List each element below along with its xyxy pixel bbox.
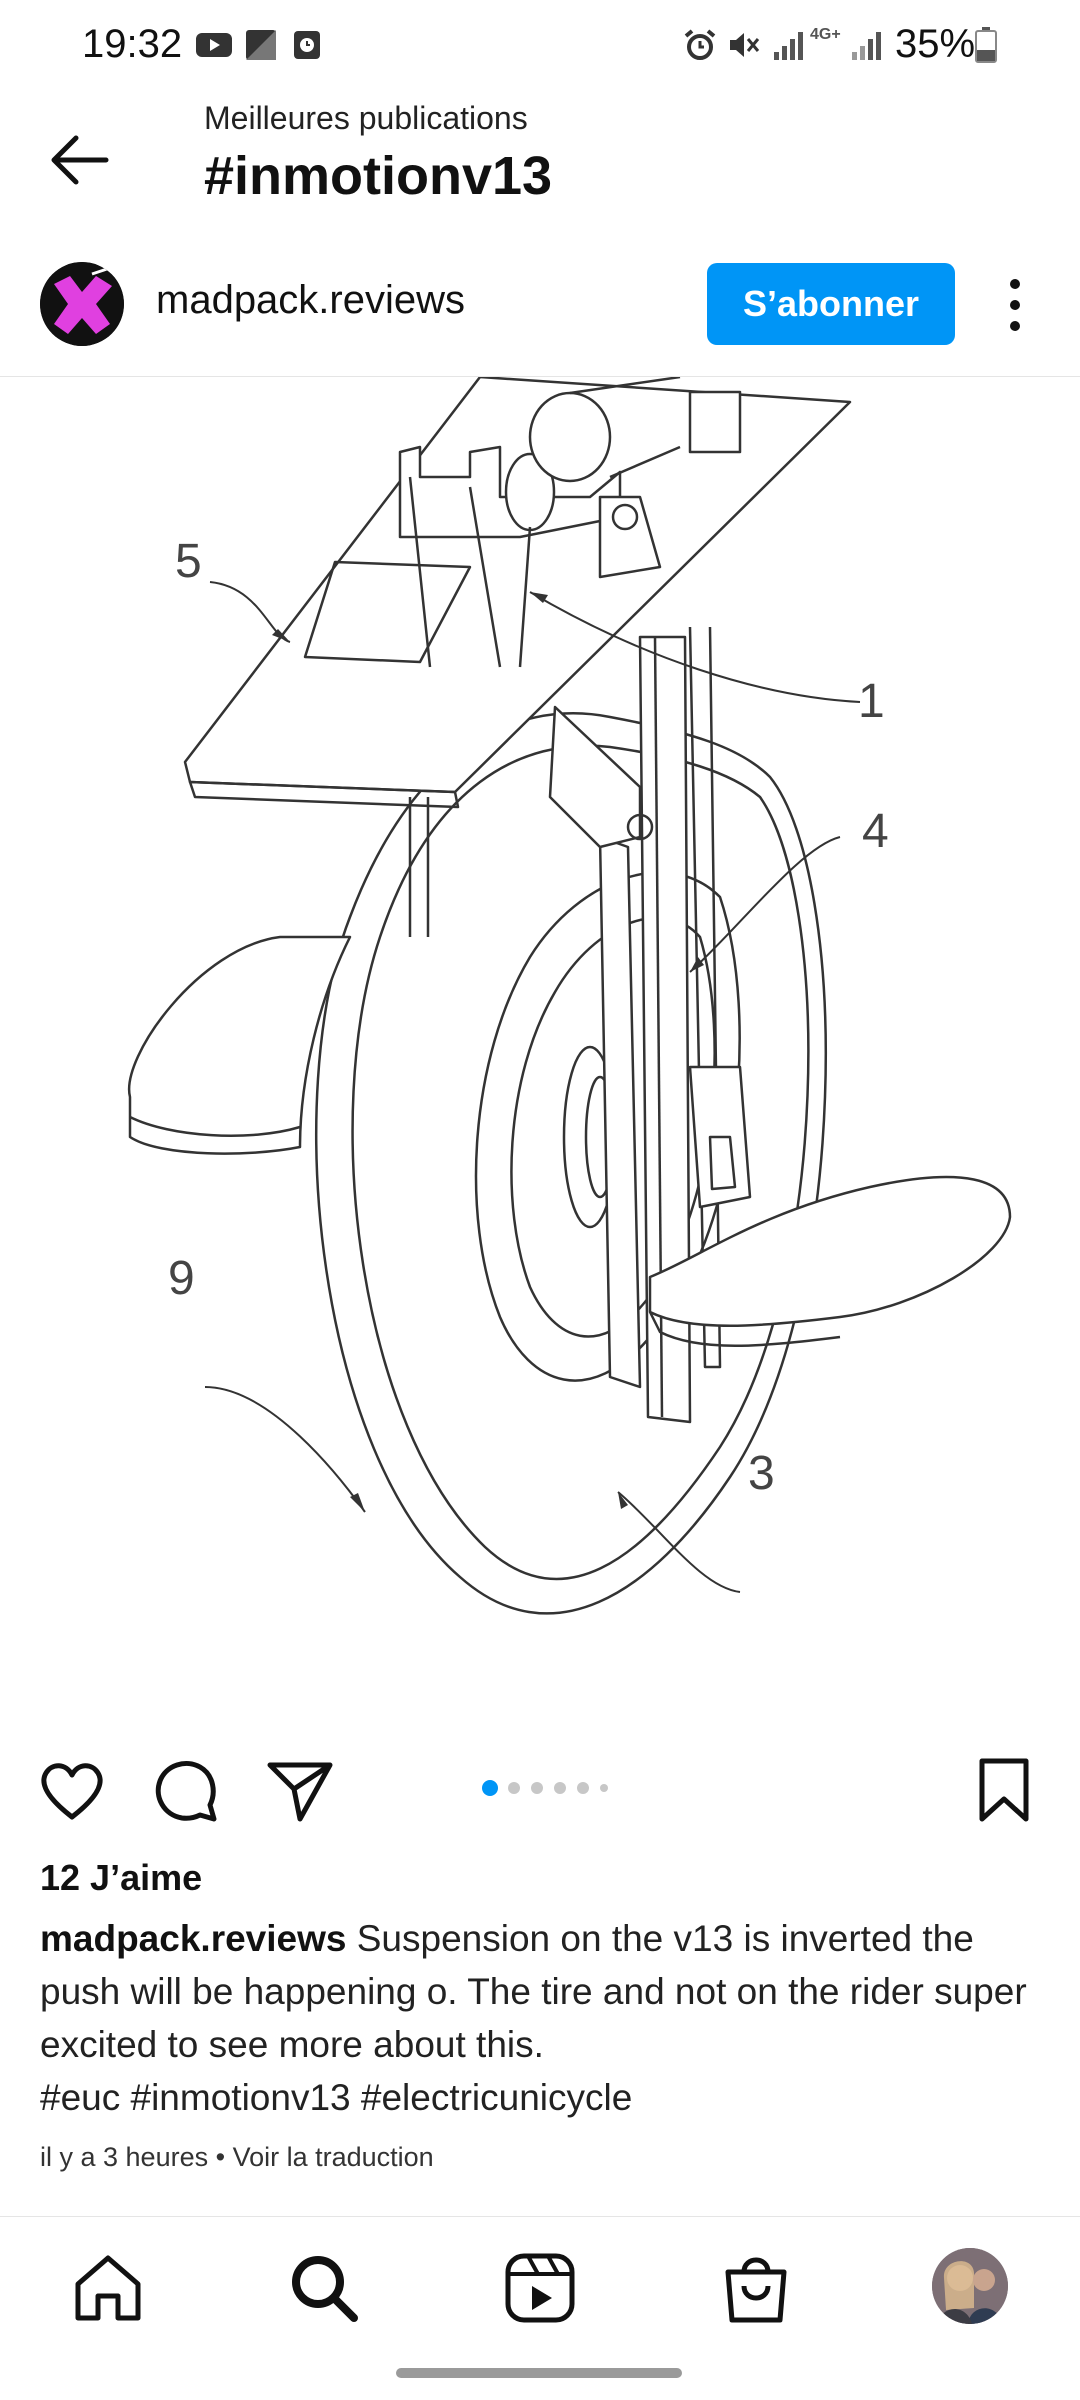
figure-label: 3 <box>748 1447 775 1500</box>
back-button[interactable] <box>40 120 120 200</box>
translate-link[interactable]: Voir la traduction <box>232 2142 434 2172</box>
youtube-icon <box>196 33 232 57</box>
avatar[interactable] <box>40 262 124 346</box>
reels-icon[interactable] <box>502 2250 578 2326</box>
bookmark-icon[interactable] <box>968 1755 1040 1827</box>
signal-icon <box>774 32 803 60</box>
header-subtitle: Meilleures publications <box>204 100 528 136</box>
heart-icon[interactable] <box>36 1755 108 1827</box>
profile-photo <box>932 2248 1008 2324</box>
carousel-dot <box>577 1782 589 1794</box>
comment-icon[interactable] <box>150 1755 222 1827</box>
signal-icon <box>852 32 881 60</box>
carousel-dot <box>531 1782 543 1794</box>
profile-avatar[interactable] <box>932 2248 1008 2324</box>
figure-label: 4 <box>862 805 889 858</box>
figure-label: 1 <box>858 675 885 728</box>
alarm-clock-icon <box>294 31 320 59</box>
post-username[interactable]: madpack.reviews <box>156 278 466 322</box>
carousel-dot <box>508 1782 520 1794</box>
figure-label: 9 <box>168 1252 195 1305</box>
shop-icon[interactable] <box>718 2250 794 2326</box>
alarm-icon <box>684 29 716 60</box>
carousel-dot <box>554 1782 566 1794</box>
caption-username[interactable]: madpack.reviews <box>40 1918 347 1959</box>
post-image[interactable]: 5 1 4 9 3 <box>0 377 1080 1717</box>
home-indicator[interactable] <box>396 2368 682 2378</box>
carousel-dot <box>600 1784 608 1792</box>
mute-icon <box>730 33 760 57</box>
battery-percent: 35% <box>895 22 976 66</box>
page-title: #inmotionv13 <box>204 146 553 206</box>
figure-label: 5 <box>175 535 202 588</box>
avatar-logo <box>40 262 124 346</box>
divider <box>0 376 1080 377</box>
battery-icon <box>975 27 997 63</box>
divider <box>0 2216 1080 2217</box>
carousel-dot-active <box>482 1780 498 1796</box>
status-bar: 19:32 4G+ 35% <box>0 0 1080 90</box>
follow-button[interactable]: S’abonner <box>707 263 955 345</box>
post-caption: madpack.reviews Suspension on the v13 is… <box>40 1912 1040 2124</box>
status-time: 19:32 <box>82 22 183 66</box>
home-icon[interactable] <box>70 2250 146 2326</box>
network-type: 4G+ <box>810 26 841 43</box>
send-icon[interactable] <box>264 1755 336 1827</box>
more-vertical-icon[interactable] <box>995 270 1035 340</box>
gallery-icon <box>246 30 276 60</box>
post-time: il y a 3 heures <box>40 2142 209 2172</box>
likes-count[interactable]: 12 J’aime <box>40 1857 203 1898</box>
search-icon[interactable] <box>286 2250 362 2326</box>
caption-text: Suspension on the v13 is inverted the pu… <box>40 1918 1027 2065</box>
carousel-indicator <box>482 1780 608 1796</box>
post-meta: il y a 3 heures • Voir la traduction <box>40 2142 434 2172</box>
caption-hashtags[interactable]: #euc #inmotionv13 #electricunicycle <box>40 2077 633 2118</box>
